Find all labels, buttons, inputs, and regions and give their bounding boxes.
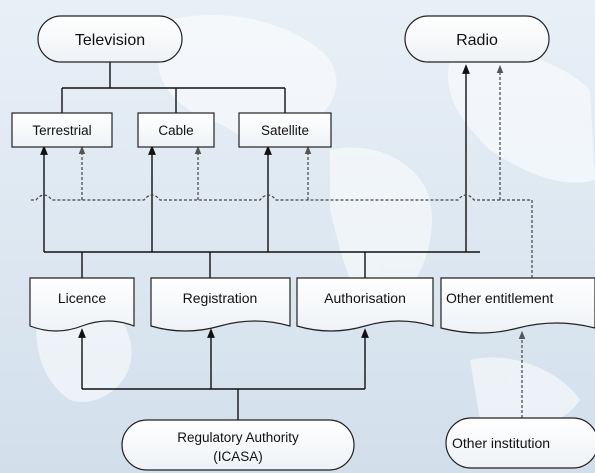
radio-node: Radio <box>404 15 550 63</box>
other-institution-node: Other institution <box>445 417 595 469</box>
registration-label: Registration <box>183 290 258 306</box>
cable-label: Cable <box>158 123 193 138</box>
satellite-node: Satellite <box>238 112 332 148</box>
other-institution-label: Other institution <box>452 435 550 451</box>
dashed-connectors <box>30 64 533 418</box>
television-label: Television <box>75 32 145 49</box>
cable-node: Cable <box>137 112 215 148</box>
regulatory-authority-abbrev: (ICASA) <box>213 449 263 464</box>
regulatory-authority-node: Regulatory Authority (ICASA) <box>121 419 355 471</box>
terrestrial-label: Terrestrial <box>32 123 91 138</box>
satellite-label: Satellite <box>261 123 309 138</box>
licence-node: Licence <box>29 277 135 332</box>
authorisation-label: Authorisation <box>324 290 406 306</box>
television-node: Television <box>37 15 183 63</box>
other-entitlement-node: Other entitlement <box>440 277 595 334</box>
registration-node: Registration <box>150 277 291 332</box>
licence-label: Licence <box>58 290 106 306</box>
authorisation-node: Authorisation <box>296 277 434 332</box>
other-entitlement-label: Other entitlement <box>446 290 553 306</box>
regulatory-authority-label: Regulatory Authority <box>177 430 299 445</box>
terrestrial-node: Terrestrial <box>11 112 113 148</box>
connectors <box>40 62 480 420</box>
radio-label: Radio <box>456 32 498 49</box>
